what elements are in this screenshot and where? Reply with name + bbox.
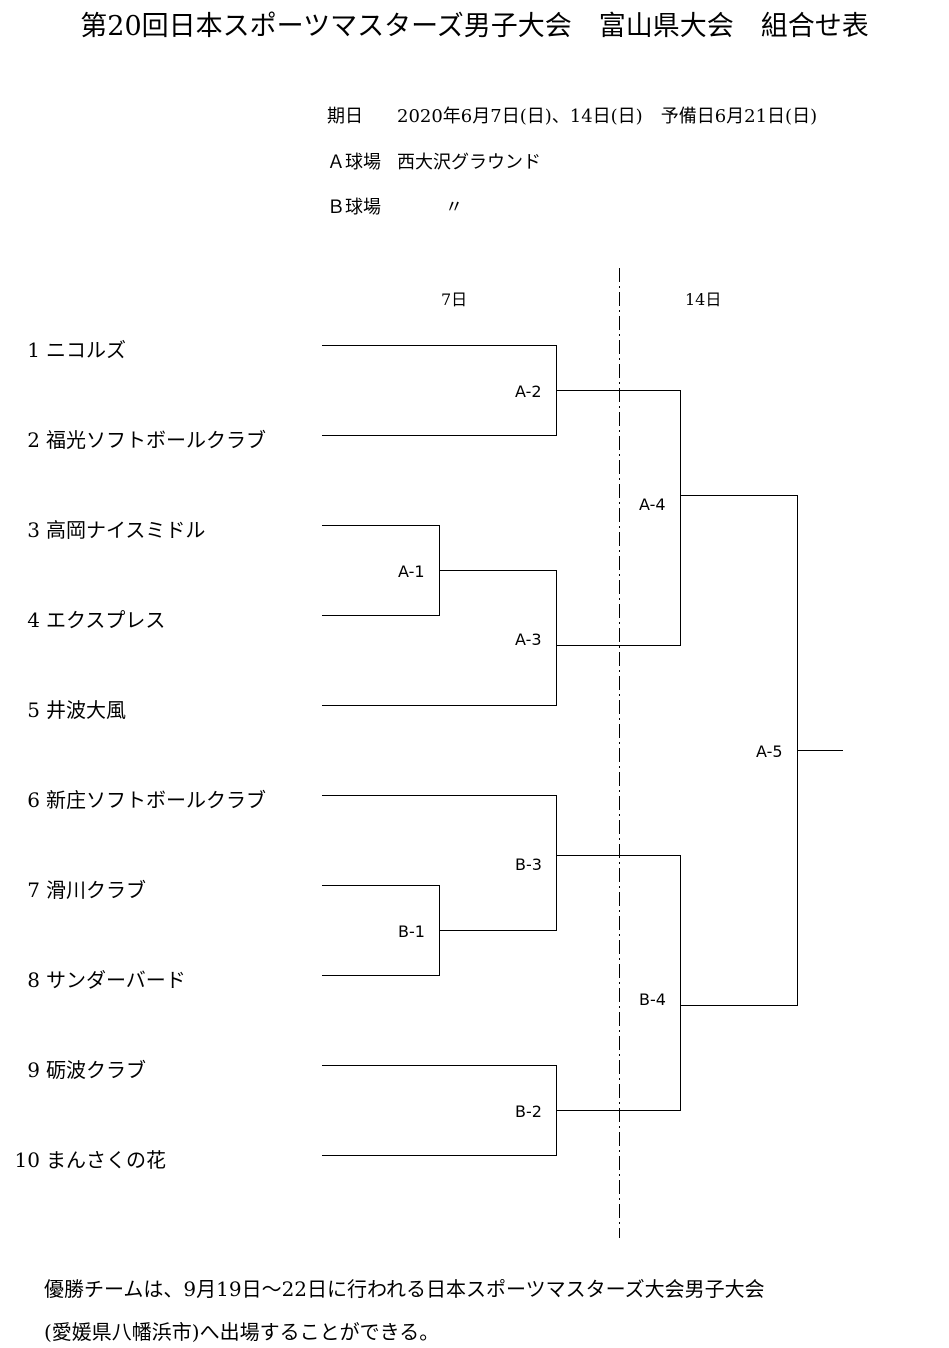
field-b-row: Ｂ球場 〃 [327, 193, 463, 219]
field-b-value: 〃 [445, 197, 463, 218]
match-label-a4: A-4 [639, 495, 666, 514]
team-number: 7 [27, 878, 40, 902]
date-label: 期日 [327, 106, 363, 127]
match-label-b1: B-1 [398, 922, 425, 941]
team-number: 1 [27, 338, 40, 362]
day2-heading: 14日 [685, 290, 722, 309]
page-title: 第20回日本スポーツマスターズ男子大会 富山県大会 組合せ表 [80, 11, 869, 42]
team-number: 10 [14, 1148, 40, 1172]
team-number: 4 [27, 608, 40, 632]
date-row: 期日 2020年6月7日(日)、14日(日) 予備日6月21日(日) [327, 102, 817, 128]
team-number: 3 [27, 518, 40, 542]
team-name: 井波大風 [46, 698, 126, 722]
team-name: ニコルズ [46, 338, 126, 362]
team-name: 滑川クラブ [46, 878, 146, 902]
footer-note-line2: (愛媛県八幡浜市)へ出場することができる。 [44, 1320, 440, 1344]
team-number: 6 [27, 788, 40, 812]
team-name: エクスプレス [46, 608, 166, 632]
date-value: 2020年6月7日(日)、14日(日) 予備日6月21日(日) [397, 106, 818, 127]
field-a-label: Ａ球場 [327, 152, 381, 173]
team-name: 新庄ソフトボールクラブ [46, 788, 266, 812]
match-label-a5: A-5 [756, 742, 783, 761]
field-a-value: 西大沢グラウンド [397, 152, 541, 173]
match-label-a3: A-3 [515, 630, 542, 649]
field-a-row: Ａ球場西大沢グラウンド [327, 148, 541, 174]
team-number: 8 [27, 968, 40, 992]
team-name: 福光ソフトボールクラブ [46, 428, 266, 452]
field-b-label: Ｂ球場 [327, 197, 381, 218]
team-name: サンダーバード [46, 968, 186, 992]
match-label-b4: B-4 [639, 990, 666, 1009]
team-number: 5 [27, 698, 40, 722]
match-label-b3: B-3 [515, 855, 542, 874]
team-name: 砺波クラブ [46, 1058, 146, 1082]
team-number: 2 [27, 428, 40, 452]
match-label-b2: B-2 [515, 1102, 542, 1121]
team-name: 高岡ナイスミドル [46, 518, 206, 542]
footer-note-line1: 優勝チームは、9月19日～22日に行われる日本スポーツマスターズ大会男子大会 [44, 1277, 765, 1301]
day1-heading: 7日 [441, 290, 468, 309]
team-name: まんさくの花 [46, 1148, 166, 1172]
match-label-a1: A-1 [398, 562, 425, 581]
match-label-a2: A-2 [515, 382, 542, 401]
team-number: 9 [27, 1058, 40, 1082]
